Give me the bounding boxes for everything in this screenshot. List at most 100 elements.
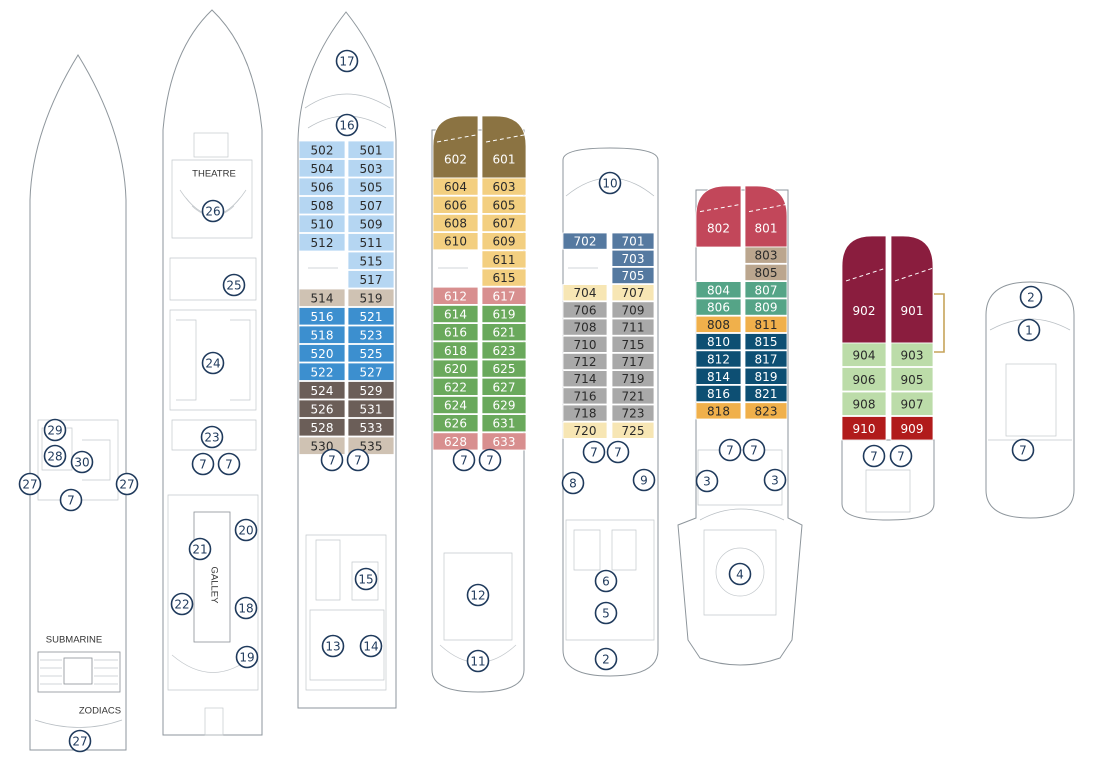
cabin-621[interactable] [481,323,527,342]
cabin-506[interactable] [298,177,346,196]
poi-marker-28[interactable]: 28 [43,444,67,468]
cabin-614[interactable] [432,304,479,323]
cabin-606[interactable] [432,195,479,214]
cabin-821[interactable] [744,384,788,403]
poi-marker-12[interactable]: 12 [466,583,490,607]
poi-marker-10[interactable]: 10 [598,171,622,195]
cabin-811[interactable] [744,315,788,333]
poi-marker-8[interactable]: 8 [561,471,585,495]
cabin-607[interactable] [481,213,527,232]
cabin-510[interactable] [298,214,346,233]
cabin-714[interactable] [562,370,608,388]
poi-marker-16[interactable]: 16 [335,113,359,137]
cabin-519[interactable] [347,288,395,307]
cabin-702[interactable] [562,232,608,250]
cabin-504[interactable] [298,159,346,178]
cabin-814[interactable] [695,367,742,385]
poi-marker-2[interactable]: 2 [1019,285,1043,309]
suite-901[interactable] [890,235,934,344]
cabin-517[interactable] [347,270,395,289]
poi-marker-27[interactable]: 27 [115,472,139,496]
cabin-804[interactable] [695,281,742,299]
suite-801[interactable] [744,185,788,248]
poi-marker-7[interactable]: 7 [889,444,913,468]
cabin-720[interactable] [562,421,608,439]
cabin-803[interactable] [744,246,788,264]
cabin-907[interactable] [890,391,934,416]
cabin-809[interactable] [744,298,788,316]
poi-marker-7[interactable]: 7 [346,448,370,472]
cabin-710[interactable] [562,335,608,353]
cabin-518[interactable] [298,325,346,344]
cabin-723[interactable] [611,404,655,422]
cabin-526[interactable] [298,399,346,418]
cabin-623[interactable] [481,341,527,360]
cabin-523[interactable] [347,325,395,344]
poi-marker-30[interactable]: 30 [70,450,94,474]
cabin-627[interactable] [481,377,527,396]
poi-marker-23[interactable]: 23 [200,425,224,449]
cabin-529[interactable] [347,381,395,400]
cabin-816[interactable] [695,384,742,403]
cabin-615[interactable] [481,268,527,287]
cabin-823[interactable] [744,402,788,420]
cabin-707[interactable] [611,284,655,302]
poi-marker-22[interactable]: 22 [170,592,194,616]
cabin-808[interactable] [695,315,742,333]
poi-marker-7[interactable]: 7 [217,452,241,476]
cabin-708[interactable] [562,318,608,336]
poi-marker-1[interactable]: 1 [1017,318,1041,342]
cabin-904[interactable] [841,342,887,367]
poi-marker-7[interactable]: 7 [452,448,476,472]
poi-marker-25[interactable]: 25 [222,273,246,297]
cabin-810[interactable] [695,333,742,351]
poi-marker-7[interactable]: 7 [582,440,606,464]
poi-marker-15[interactable]: 15 [354,567,378,591]
poi-marker-7[interactable]: 7 [191,452,215,476]
suite-602[interactable] [432,115,479,179]
cabin-515[interactable] [347,251,395,270]
poi-marker-3[interactable]: 3 [763,468,787,492]
suite-802[interactable] [695,185,742,248]
cabin-528[interactable] [298,418,346,437]
poi-marker-14[interactable]: 14 [359,634,383,658]
cabin-818[interactable] [695,402,742,420]
cabin-522[interactable] [298,362,346,381]
cabin-716[interactable] [562,387,608,405]
cabin-520[interactable] [298,344,346,363]
cabin-812[interactable] [695,350,742,368]
cabin-631[interactable] [481,414,527,433]
cabin-805[interactable] [744,263,788,281]
cabin-712[interactable] [562,352,608,370]
poi-marker-7[interactable]: 7 [606,440,630,464]
cabin-620[interactable] [432,359,479,378]
poi-marker-7[interactable]: 7 [478,448,502,472]
cabin-709[interactable] [611,301,655,319]
cabin-514[interactable] [298,288,346,307]
poi-marker-7[interactable]: 7 [1011,438,1035,462]
cabin-626[interactable] [432,414,479,433]
cabin-605[interactable] [481,195,527,214]
poi-marker-29[interactable]: 29 [43,418,67,442]
cabin-609[interactable] [481,232,527,251]
cabin-525[interactable] [347,344,395,363]
cabin-509[interactable] [347,214,395,233]
poi-marker-18[interactable]: 18 [234,596,258,620]
poi-marker-20[interactable]: 20 [234,518,258,542]
cabin-618[interactable] [432,341,479,360]
poi-marker-7[interactable]: 7 [862,444,886,468]
cabin-603[interactable] [481,177,527,196]
poi-marker-27[interactable]: 27 [18,472,42,496]
cabin-903[interactable] [890,342,934,367]
cabin-512[interactable] [298,233,346,252]
cabin-725[interactable] [611,421,655,439]
cabin-633[interactable] [481,432,527,451]
poi-marker-13[interactable]: 13 [321,634,345,658]
cabin-629[interactable] [481,395,527,414]
cabin-715[interactable] [611,335,655,353]
cabin-611[interactable] [481,250,527,269]
cabin-608[interactable] [432,213,479,232]
suite-601[interactable] [481,115,527,179]
poi-marker-5[interactable]: 5 [594,601,618,625]
poi-marker-4[interactable]: 4 [728,562,752,586]
